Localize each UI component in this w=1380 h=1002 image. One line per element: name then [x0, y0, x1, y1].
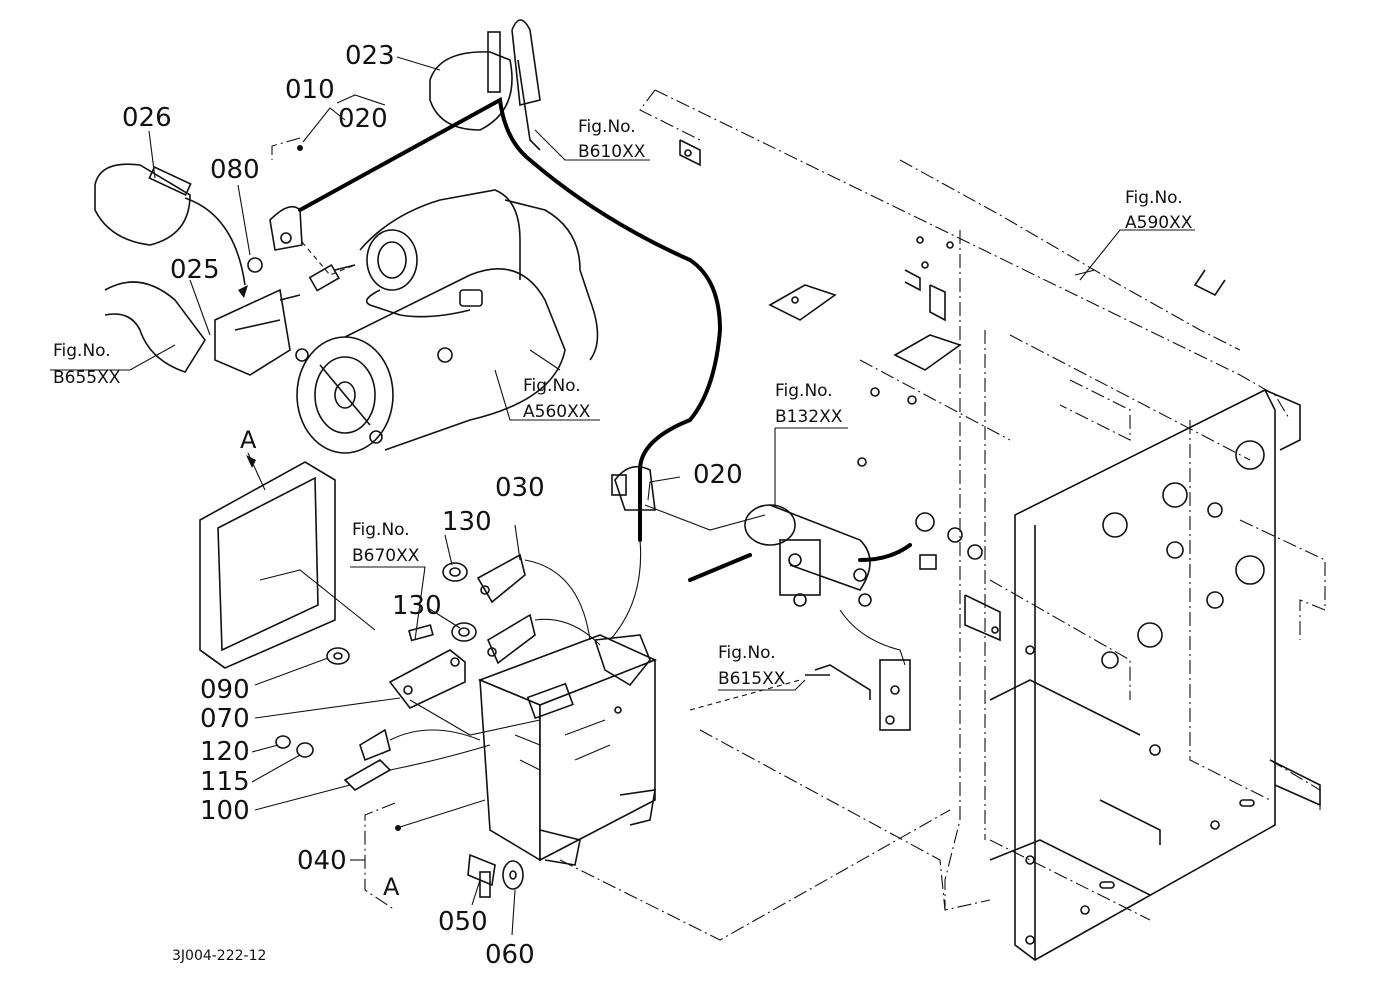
part-label-025: 025	[170, 255, 220, 285]
fuse-parts	[275, 553, 601, 898]
part-label-120: 120	[200, 737, 250, 767]
part-label-040: 040	[297, 846, 347, 876]
part-label-100: 100	[200, 796, 250, 826]
fig-ref-b615-line2: B615XX	[718, 669, 786, 689]
leader-lines	[50, 56, 1195, 936]
part-label-030: 030	[495, 473, 545, 503]
fig-ref-a560-line1: Fig.No.	[523, 376, 581, 396]
part-label-080: 080	[210, 155, 260, 185]
fig-ref-a560-line2: A560XX	[523, 402, 591, 422]
bracket-040	[350, 802, 396, 911]
cover-a	[199, 461, 376, 669]
figure-references: Fig.No. B610XX Fig.No. A590XX Fig.No. B6…	[53, 117, 1193, 689]
frame-assembly	[559, 89, 1326, 961]
fig-ref-a590-line2: A590XX	[1125, 213, 1193, 233]
fig-ref-b655-line2: B655XX	[53, 368, 121, 388]
control-box	[477, 634, 658, 866]
fig-ref-b610-line1: Fig.No.	[578, 117, 636, 137]
view-letter-a-top: A	[240, 426, 257, 454]
part-label-060: 060	[485, 940, 535, 970]
fig-ref-b670-line2: B670XX	[352, 546, 420, 566]
part-label-023: 023	[345, 41, 395, 71]
view-letter-a-bottom: A	[383, 873, 400, 901]
part-label-130-a: 130	[442, 507, 492, 537]
part-label-026: 026	[122, 103, 172, 133]
fig-ref-b132-line2: B132XX	[775, 407, 843, 427]
part-label-070: 070	[200, 704, 250, 734]
solenoid	[609, 465, 983, 731]
part-label-050: 050	[438, 907, 488, 937]
part-label-090: 090	[200, 675, 250, 705]
fig-ref-b615-line1: Fig.No.	[718, 643, 776, 663]
fig-ref-b132-line1: Fig.No.	[775, 381, 833, 401]
part-label-130-b: 130	[392, 591, 442, 621]
fig-ref-b670-line1: Fig.No.	[352, 520, 410, 540]
part-number-labels: 023 010 020 026 080 025 020 030 130 130 …	[122, 41, 743, 970]
part-label-115: 115	[200, 767, 250, 797]
part-label-020-mid: 020	[693, 460, 743, 490]
drawing-code: 3J004-222-12	[172, 948, 266, 964]
part-label-010: 010	[285, 75, 335, 105]
part-label-020-top: 020	[338, 104, 388, 134]
fig-ref-a590-line1: Fig.No.	[1125, 188, 1183, 208]
starter-motor	[295, 189, 599, 454]
harness-top	[94, 19, 723, 472]
fig-ref-b655-line1: Fig.No.	[53, 341, 111, 361]
fig-ref-b610-line2: B610XX	[578, 142, 646, 162]
view-letters: A A	[240, 426, 400, 901]
